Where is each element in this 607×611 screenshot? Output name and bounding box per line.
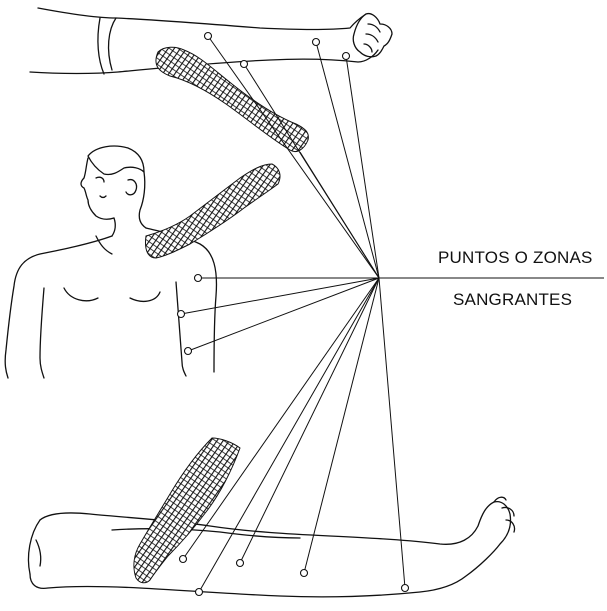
- leader-leg-5: [379, 278, 405, 588]
- point-leg-2: [196, 589, 203, 596]
- point-torso-2: [178, 311, 185, 318]
- leg-bleeding-zone: [134, 438, 240, 583]
- leader-arm-3: [316, 42, 379, 278]
- label-sangrantes: SANGRANTES: [453, 290, 572, 310]
- leader-torso-2: [181, 278, 379, 314]
- leader-leg-2: [199, 278, 379, 592]
- torso-figure: [5, 146, 216, 378]
- point-arm-3: [313, 39, 320, 46]
- point-arm-1: [205, 33, 212, 40]
- leader-lines: [181, 36, 604, 592]
- point-leg-1: [180, 556, 187, 563]
- point-arm-2: [241, 61, 248, 68]
- leader-leg-1: [183, 278, 379, 559]
- point-leg-5: [402, 585, 409, 592]
- bleeding-points: [178, 33, 409, 596]
- point-leg-3: [237, 560, 244, 567]
- point-torso-1: [195, 275, 202, 282]
- leader-shoulder: [300, 152, 379, 278]
- leader-arm-1: [208, 36, 379, 278]
- point-arm-4: [343, 53, 350, 60]
- leader-leg-3: [240, 278, 379, 563]
- arm-bleeding-zone: [156, 47, 308, 151]
- leader-arm-4: [346, 56, 379, 278]
- label-puntos-o-zonas: PUNTOS O ZONAS: [438, 248, 593, 268]
- shoulder-bleeding-zone: [145, 164, 280, 258]
- leader-leg-4: [304, 278, 379, 573]
- point-torso-3: [185, 348, 192, 355]
- point-leg-4: [301, 570, 308, 577]
- leg-figure: [28, 497, 514, 597]
